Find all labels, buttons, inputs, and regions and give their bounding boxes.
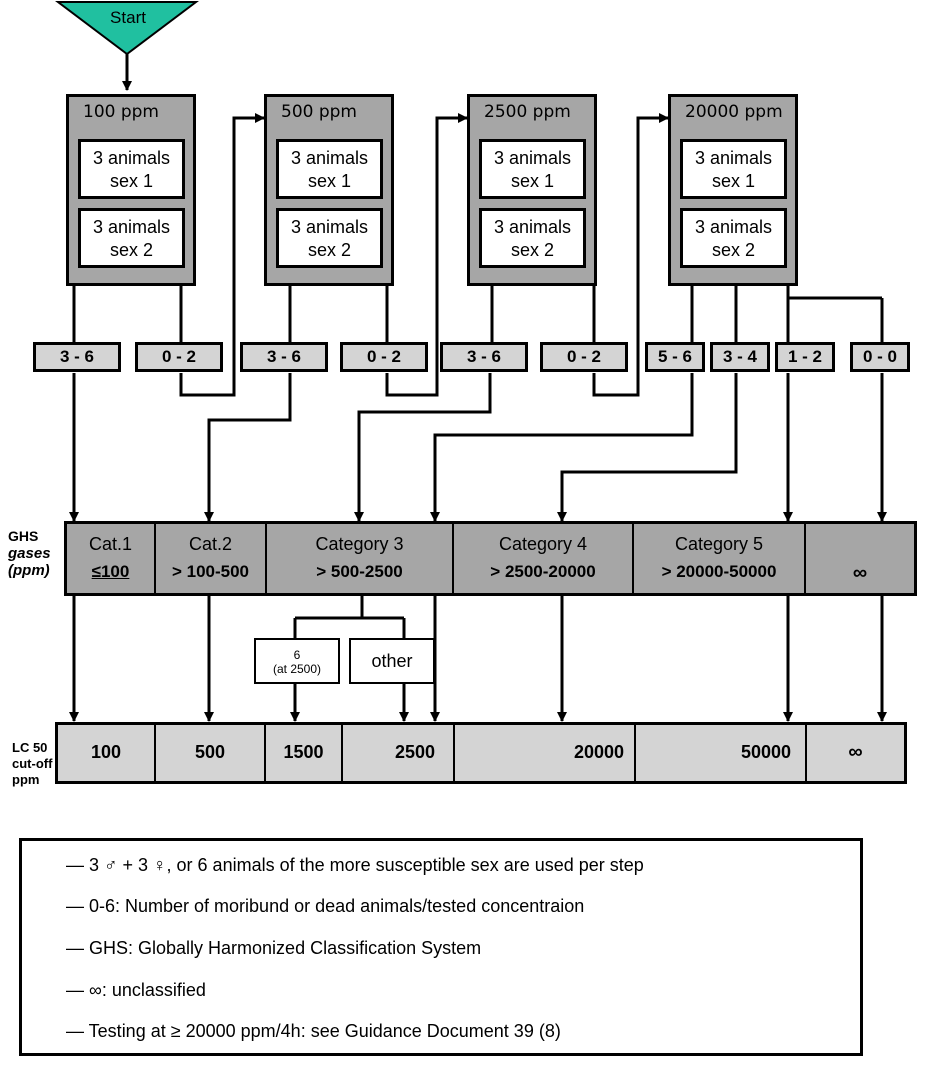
start-triangle — [55, 1, 199, 56]
legend-box: — 3 ♂ + 3 ♀, or 6 animals of the more su… — [19, 838, 863, 1056]
legend-item: — Testing at ≥ 20000 ppm/4h: see Guidanc… — [66, 1021, 561, 1041]
legend-item: — 3 ♂ + 3 ♀, or 6 animals of the more su… — [66, 855, 644, 875]
outcome-box: 3 - 6 — [240, 342, 328, 372]
ghs-label: GHS gases (ppm) — [8, 528, 51, 579]
category-cell-4: Category 4 > 2500-20000 — [454, 524, 634, 593]
cutoff-cell: 1500 — [266, 725, 343, 781]
legend-item: — ∞: unclassified — [66, 980, 206, 1000]
cutoff-cell: 20000 — [455, 725, 636, 781]
cutoff-cell: 50000 — [636, 725, 807, 781]
category-cell-2: Cat.2 > 100-500 — [156, 524, 267, 593]
outcome-box: 3 - 4 — [710, 342, 770, 372]
cutoff-cell: 100 — [58, 725, 156, 781]
step-concentration: 500 ppm — [281, 102, 357, 122]
outcome-box: 3 - 6 — [440, 342, 528, 372]
category-cell-1: Cat.1 ≤100 — [67, 524, 156, 593]
ghs-category-row: Cat.1 ≤100 Cat.2 > 100-500 Category 3 > … — [64, 521, 917, 596]
legend-item: — GHS: Globally Harmonized Classificatio… — [66, 938, 482, 958]
start-label: Start — [110, 8, 146, 27]
cutoff-cell-unclassified: ∞ — [807, 725, 904, 781]
outcome-box: 1 - 2 — [775, 342, 835, 372]
cat3-subbox-6-at-2500: 6 (at 2500) — [254, 638, 340, 684]
lc50-cutoff-row: 100 500 1500 2500 20000 50000 ∞ — [55, 722, 907, 784]
outcome-box: 0 - 2 — [340, 342, 428, 372]
cutoff-cell: 2500 — [343, 725, 455, 781]
category-cell-5: Category 5 > 20000-50000 — [634, 524, 806, 593]
outcome-box: 3 - 6 — [33, 342, 121, 372]
step-concentration: 100 ppm — [83, 102, 159, 122]
legend-item: — 0-6: Number of moribund or dead animal… — [66, 896, 585, 916]
category-cell-3: Category 3 > 500-2500 — [267, 524, 454, 593]
cat3-subbox-other: other — [349, 638, 435, 684]
outcome-box: 0 - 0 — [850, 342, 910, 372]
cutoff-cell: 500 — [156, 725, 266, 781]
step-concentration: 20000 ppm — [685, 102, 783, 122]
outcome-box: 0 - 2 — [540, 342, 628, 372]
step-concentration: 2500 ppm — [484, 102, 571, 122]
outcome-box: 0 - 2 — [135, 342, 223, 372]
lc50-label: LC 50 cut-off ppm — [12, 740, 53, 787]
outcome-box: 5 - 6 — [645, 342, 705, 372]
category-cell-unclassified: ∞ — [806, 524, 914, 593]
